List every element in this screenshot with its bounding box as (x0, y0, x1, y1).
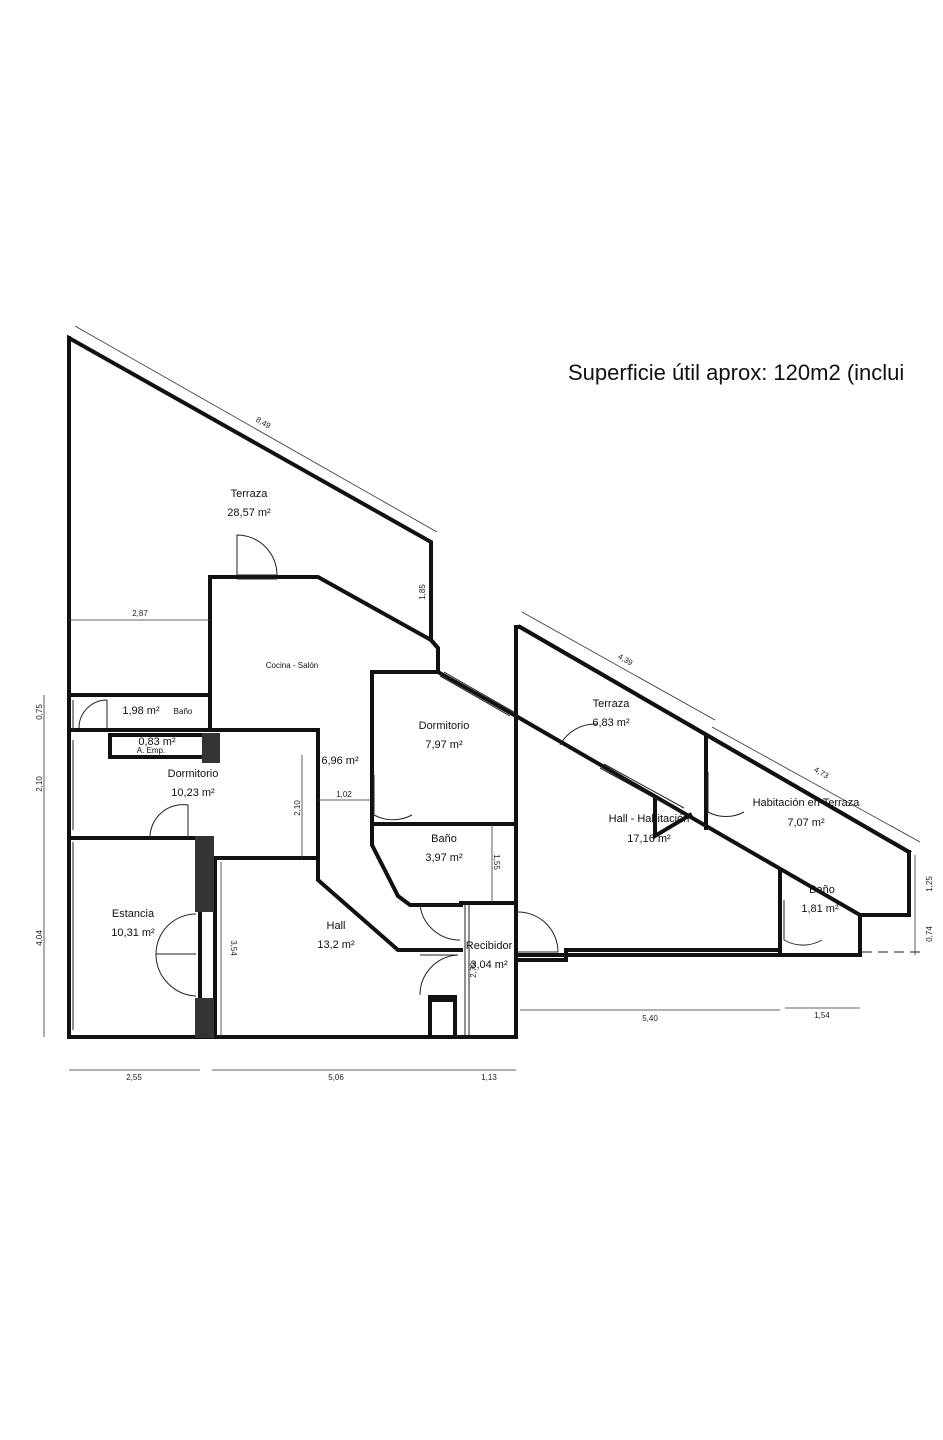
pillar-1 (202, 733, 220, 763)
room-area-bano-3: 1,81 m² (801, 903, 839, 915)
room-area-recibidor: 3,04 m² (470, 959, 508, 971)
door-recibidor (517, 911, 559, 953)
cocina-top (208, 575, 440, 697)
door-dormitorio1 (149, 804, 189, 839)
dim-1-02: 1,02 (336, 790, 352, 799)
window-terraza-door (237, 574, 277, 580)
door-hab-terraza (707, 772, 745, 818)
door-bano3 (783, 900, 823, 946)
room-name-terraza-small: Terraza (593, 698, 631, 710)
dim-2-87: 2,87 (132, 609, 148, 618)
dim-2-55: 2,55 (126, 1073, 142, 1082)
pillar-2 (195, 836, 214, 912)
dim-2-10-left: 2,10 (35, 776, 44, 792)
door-terraza-small (559, 723, 598, 746)
room-name-hall: Hall (327, 920, 346, 932)
door-bano1 (78, 699, 108, 729)
window-2 (599, 763, 685, 813)
dim-1-54: 1,54 (814, 1011, 830, 1020)
room-name-recibidor: Recibidor (466, 940, 513, 952)
room-area-hab-terraza: 7,07 m² (787, 817, 825, 829)
dimension-labels: 8,49 1,85 2,87 0,75 2,10 4,04 2,10 1,02 … (35, 415, 934, 1082)
room-area-bano-1: 1,98 m² (122, 705, 160, 717)
dim-5-40: 5,40 (642, 1014, 658, 1023)
room-area-dormitorio-2: 7,97 m² (425, 739, 463, 751)
walls (67, 334, 912, 1039)
dormitorio2-wall (370, 670, 463, 907)
door-bano2 (419, 904, 461, 941)
room-name-terraza: Terraza (231, 488, 269, 500)
room-area-estancia: 10,31 m² (111, 927, 155, 939)
room-name-cocina-salon: Cocina - Salón (266, 661, 318, 670)
right-unit-diagonal-top (517, 624, 912, 855)
dim-0-75: 0,75 (35, 704, 44, 720)
door-hall (419, 954, 459, 996)
windows (72, 574, 685, 1030)
room-name-bano-2: Baño (431, 833, 457, 845)
dim-2-10-mid: 2,10 (293, 800, 302, 816)
room-area-terraza-small: 6,83 m² (592, 717, 630, 729)
cocina-right (370, 670, 519, 719)
dim-0-74: 0,74 (925, 926, 934, 942)
bano1-wall (67, 693, 212, 732)
room-name-bano-1: Baño (174, 707, 193, 716)
door-dormitorio2 (373, 775, 413, 821)
recibidor-box (459, 901, 518, 1039)
dim-4-73: 4,73 (812, 765, 830, 781)
door-estancia (155, 913, 197, 997)
bottom-wall (67, 995, 457, 1039)
dim-8-49: 8,49 (254, 415, 272, 431)
room-area-dormitorio-1: 10,23 m² (171, 787, 215, 799)
dim-1-55: 1,55 (492, 854, 501, 870)
room-area-hall-habitacion: 17,16 m² (627, 833, 671, 845)
dim-1-25: 1,25 (925, 876, 934, 892)
dim-4-39: 4,39 (616, 652, 634, 668)
room-name-dormitorio-2: Dormitorio (419, 720, 470, 732)
outer-wall-left-unit (67, 334, 911, 1039)
room-area-bano-2: 3,97 m² (425, 852, 463, 864)
dim-3-54: 3,54 (229, 940, 238, 956)
room-name-bano-3: Baño (809, 884, 835, 896)
room-name-estancia: Estancia (112, 908, 155, 920)
surface-area-headline: Superficie útil aprox: 120m2 (inclui (568, 360, 905, 385)
dim-1-85: 1,85 (418, 584, 427, 600)
pillar-3 (195, 998, 214, 1038)
dim-1-13: 1,13 (481, 1073, 497, 1082)
room-name-hab-terraza: Habitación en Terraza (753, 797, 861, 809)
dim-2-70: 2,70 (469, 962, 478, 978)
room-area-hall: 13,2 m² (317, 939, 355, 951)
window-1 (439, 671, 515, 717)
room-name-hall-habitacion: Hall - Habitación (609, 813, 690, 825)
recibidor-inner-line (464, 905, 470, 1035)
room-area-armario: 0,83 m² (138, 736, 176, 748)
room-name-armario: A. Emp. (137, 746, 165, 755)
room-labels: Terraza 28,57 m² Cocina - Salón 6,96 m² … (111, 488, 860, 971)
dim-4-04: 4,04 (35, 930, 44, 946)
dormitorio1-walls (67, 728, 320, 1039)
doors (78, 534, 823, 1035)
pillars (195, 733, 220, 1038)
door-terraza (236, 534, 278, 576)
triangle-wall (653, 796, 693, 840)
dimension-lines (43, 325, 921, 1071)
room-area-terraza: 28,57 m² (227, 507, 271, 519)
dim-5-06: 5,06 (328, 1073, 344, 1082)
room-area-cocina-salon: 6,96 m² (321, 755, 359, 767)
room-name-dormitorio-1: Dormitorio (168, 768, 219, 780)
